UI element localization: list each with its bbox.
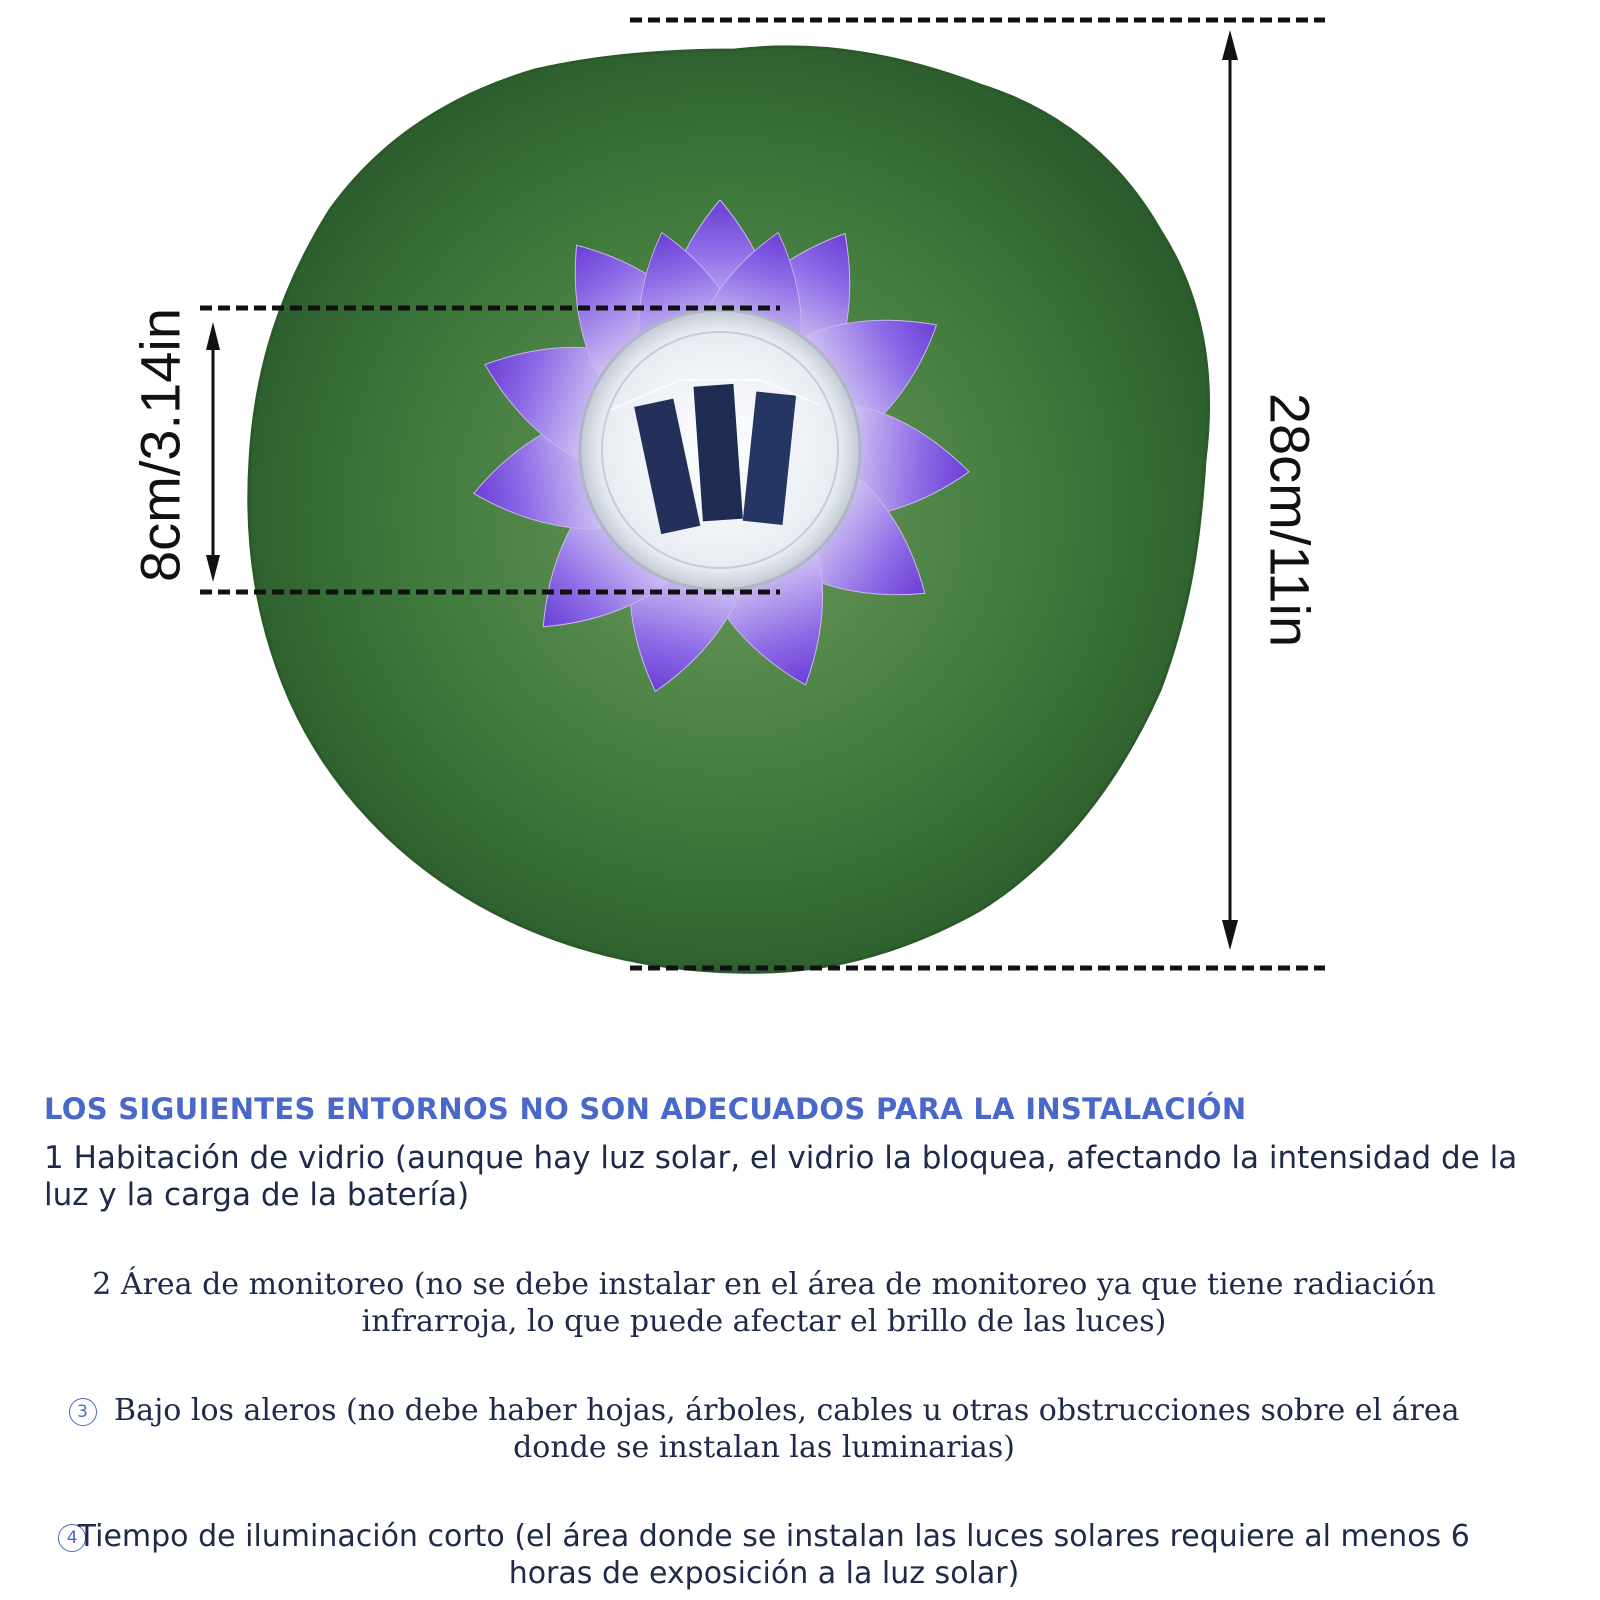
solar-panel xyxy=(578,308,862,592)
note-text: 2 Área de monitoreo (no se debe instalar… xyxy=(92,1267,1436,1339)
installation-notes: LOS SIGUIENTES ENTORNOS NO SON ADECUADOS… xyxy=(44,1092,1564,1592)
note-item: 4 Tiempo de iluminación corto (el área d… xyxy=(44,1518,1564,1592)
note-text: 1 Habitación de vidrio (aunque hay luz s… xyxy=(44,1140,1518,1213)
note-text: Tiempo de iluminación corto (el área don… xyxy=(77,1519,1470,1591)
note-text: Bajo los aleros (no debe haber hojas, ár… xyxy=(114,1393,1460,1465)
dim-small-arrow xyxy=(206,322,220,582)
dimension-small-label: 8cm/3.14in xyxy=(128,308,192,582)
product-figure xyxy=(200,17,1325,974)
dimension-large-label: 28cm/11in xyxy=(1258,392,1322,648)
note-item: 1 Habitación de vidrio (aunque hay luz s… xyxy=(44,1140,1564,1214)
dim-large-arrow xyxy=(1222,30,1238,950)
note-item: 3 Bajo los aleros (no debe haber hojas, … xyxy=(44,1392,1564,1466)
circled-number-icon: 3 xyxy=(68,1398,97,1426)
note-item: 2 Área de monitoreo (no se debe instalar… xyxy=(44,1266,1564,1340)
notes-heading: LOS SIGUIENTES ENTORNOS NO SON ADECUADOS… xyxy=(44,1092,1247,1126)
